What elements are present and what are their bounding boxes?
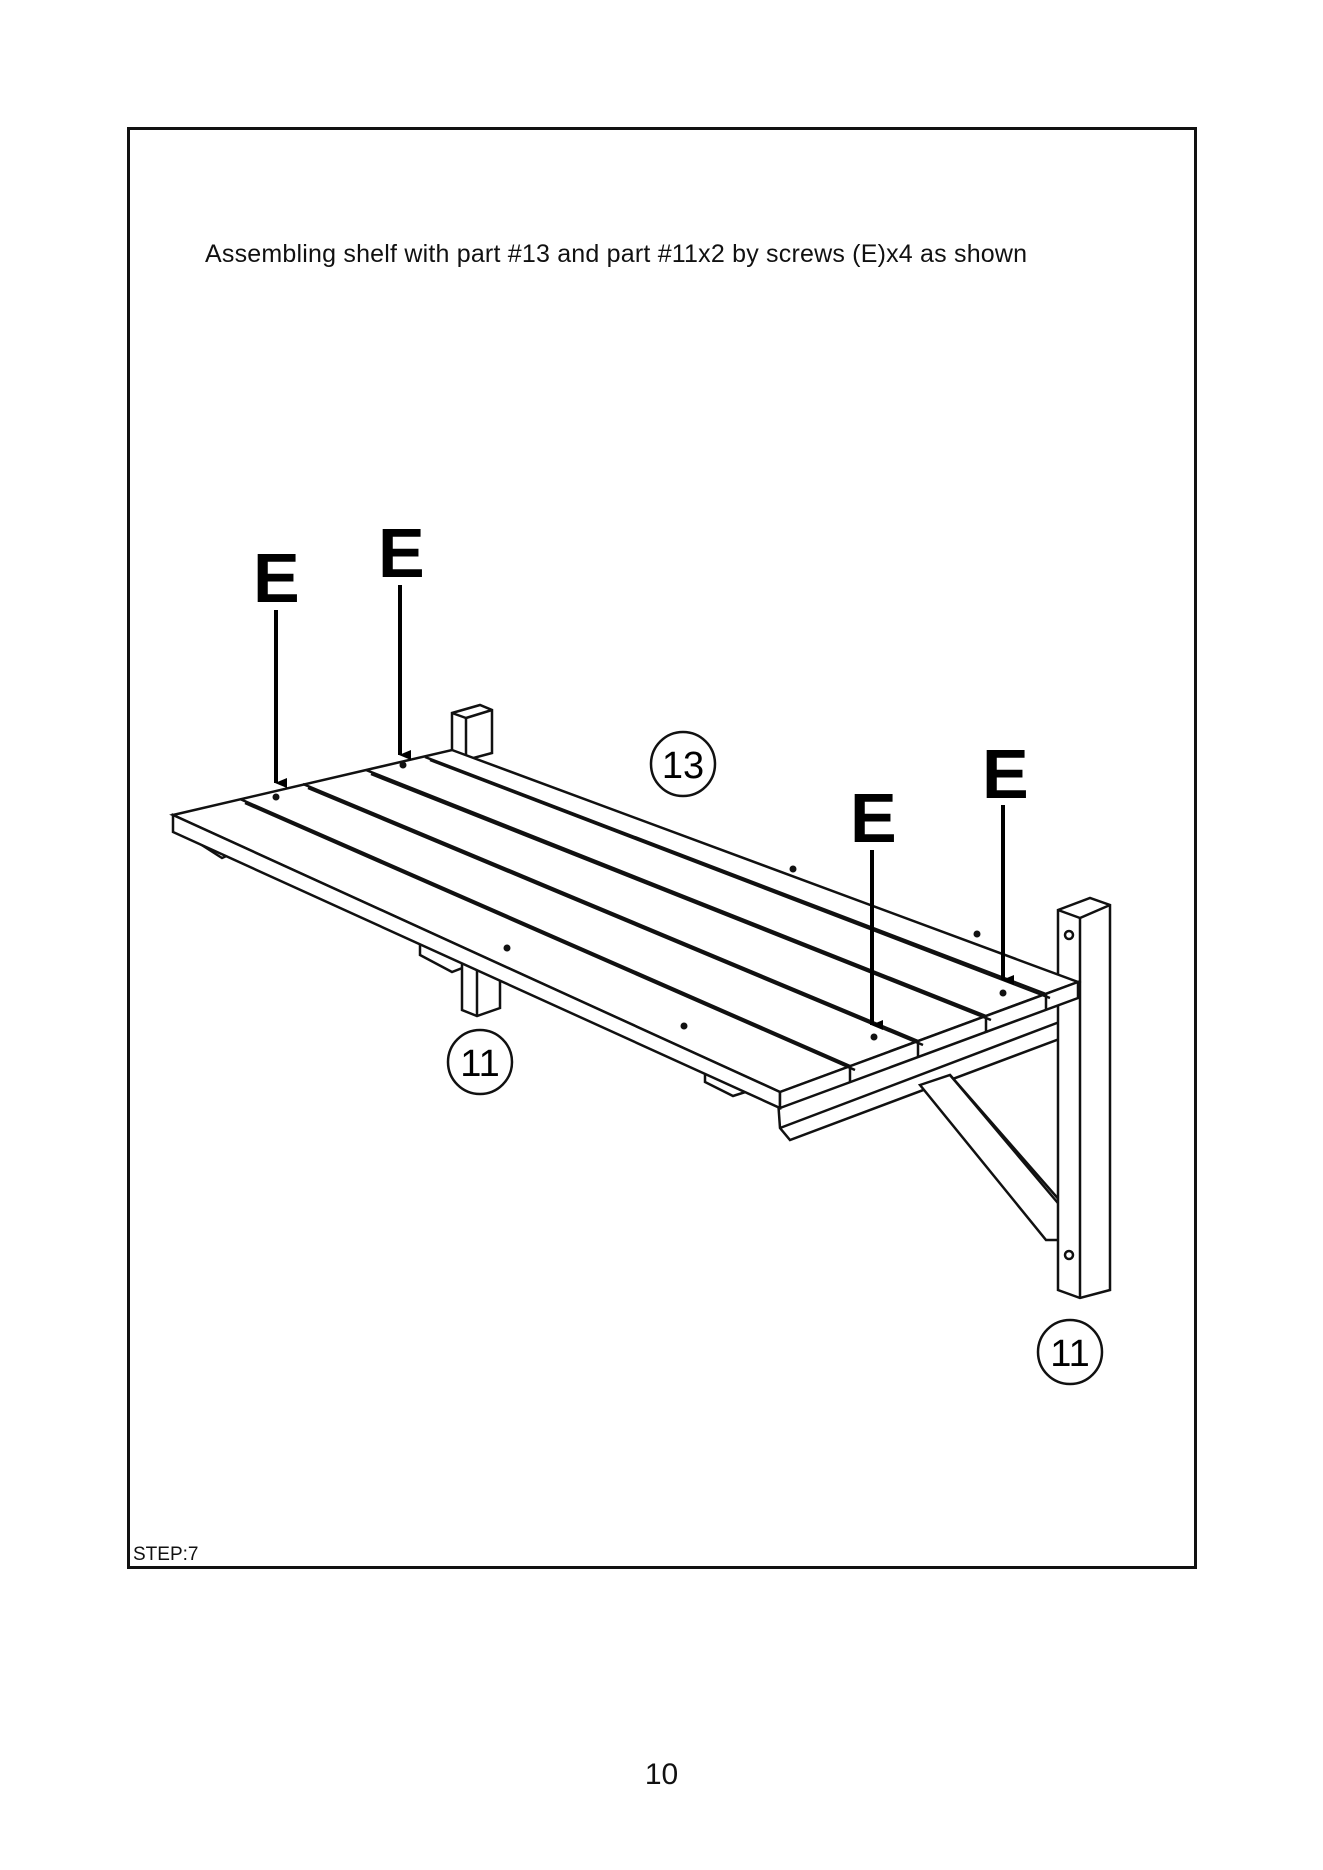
part-callout-11-right: 11 bbox=[1038, 1320, 1102, 1384]
part-label-11-left: 11 bbox=[460, 1043, 499, 1085]
screw-letter-e-3: E bbox=[850, 779, 897, 857]
part-label-13: 13 bbox=[662, 745, 704, 787]
part-label-11-right: 11 bbox=[1050, 1333, 1089, 1375]
screw-letter-e-2: E bbox=[378, 514, 425, 592]
part-callout-13: 13 bbox=[651, 732, 715, 796]
screw-letter-e-1: E bbox=[253, 539, 300, 617]
screw-letter-e-4: E bbox=[982, 735, 1029, 813]
page-number: 10 bbox=[0, 1758, 1323, 1792]
step-label: STEP:7 bbox=[133, 1544, 198, 1566]
part-callout-11-left: 11 bbox=[448, 1030, 512, 1094]
